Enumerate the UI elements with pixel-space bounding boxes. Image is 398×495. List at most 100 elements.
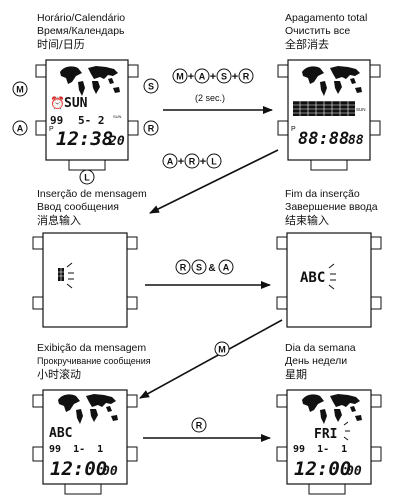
combo-key: A xyxy=(199,72,206,82)
lug xyxy=(126,394,138,408)
watch-face xyxy=(42,232,128,328)
lug xyxy=(127,64,139,78)
watch-face xyxy=(286,232,372,328)
lug xyxy=(68,159,106,171)
lcd-message: ABC xyxy=(49,426,72,441)
lcd-date-row: 99 1- 1 xyxy=(49,444,103,455)
combo-amp: & xyxy=(208,263,215,274)
caption-pt: Fim da inserção xyxy=(285,188,360,200)
combo-key: R xyxy=(189,157,196,167)
caption-pt: Apagamento total xyxy=(285,12,368,24)
button-r[interactable]: R xyxy=(143,120,159,136)
caption-cn: 小时滚动 xyxy=(37,368,81,381)
lcd-time: 12:00 xyxy=(50,458,107,480)
button-s[interactable]: S xyxy=(143,78,159,94)
svg-text:+: + xyxy=(232,71,238,83)
svg-text:+: + xyxy=(188,71,194,83)
lug xyxy=(32,446,44,462)
caption-cn: 全部消去 xyxy=(285,38,329,51)
caption-weekday: Dia da semana День недели 星期 xyxy=(285,342,356,381)
lug xyxy=(277,64,289,78)
watch-message-display: ABC 99 1- 1 12:00 00 xyxy=(32,389,138,495)
watch-face xyxy=(286,389,372,485)
caption-message-input: Inserção de mensagem Ввод сообщения 消息输入 xyxy=(37,188,147,227)
button-m-label: M xyxy=(16,85,24,95)
svg-text:+: + xyxy=(210,71,216,83)
lcd-time: 12:00 xyxy=(294,458,351,480)
lcd-month: 99 xyxy=(50,114,63,127)
lug xyxy=(369,64,381,78)
watch-input-end: ABC xyxy=(276,232,382,328)
watch-clear-all: SUN P 88:88 88 xyxy=(277,59,381,171)
caption-cn: 星期 xyxy=(285,368,307,381)
caption-ru: Очистить все xyxy=(285,25,351,37)
lcd-day: 5- 2 xyxy=(78,114,105,127)
combo-buttons: R S & A xyxy=(175,259,234,275)
lcd-seconds: 00 xyxy=(346,464,362,479)
combo-key: S xyxy=(221,72,227,82)
blink-marks xyxy=(343,421,350,441)
lug xyxy=(276,394,288,408)
caption-ru: Прокручивание сообщения xyxy=(37,356,151,366)
lug xyxy=(276,446,288,462)
lcd-time: 12:38 xyxy=(56,128,113,150)
watch-face xyxy=(45,59,129,161)
caption-message-display: Exibição da mensagem Прокручивание сообщ… xyxy=(37,342,151,381)
caption-ru: Время/Календарь xyxy=(37,25,125,37)
combo-key: M xyxy=(218,345,226,355)
arrow-input-end: R S & A xyxy=(145,259,271,289)
caption-ru: День недели xyxy=(285,355,348,367)
lug xyxy=(35,120,47,136)
lug xyxy=(370,394,382,408)
blinking-cursor xyxy=(58,262,74,289)
button-a[interactable]: A xyxy=(12,120,28,136)
lcd-pm: P xyxy=(291,126,296,133)
lug xyxy=(276,296,288,310)
lug xyxy=(370,446,382,462)
arrow-clear-all: M + A + S + R (2 sec.) xyxy=(163,68,273,114)
watch-message-input xyxy=(32,232,138,328)
lcd-weekday: FRI xyxy=(314,427,337,442)
button-m-combo: M xyxy=(214,341,230,357)
lug xyxy=(127,120,139,136)
lug xyxy=(310,159,348,171)
combo-key: S xyxy=(196,263,202,273)
alarm-icon: ⏰ xyxy=(50,95,65,110)
caption-pt: Inserção de mensagem xyxy=(37,188,147,200)
caption-input-end: Fim da inserção Завершение ввода 结束输入 xyxy=(285,188,378,227)
combo-buttons: M + A + S + R xyxy=(172,68,254,84)
button-l-label: L xyxy=(84,173,90,183)
lcd-seconds: 88 xyxy=(348,133,364,148)
caption-ru: Ввод сообщения xyxy=(37,201,119,213)
lcd-sun-mark: SUN xyxy=(356,107,366,112)
lug xyxy=(308,483,346,495)
combo-key: L xyxy=(211,157,217,167)
blink-marks xyxy=(328,263,336,290)
lcd-weekday: SUN xyxy=(64,96,88,111)
caption-cn: 时间/日历 xyxy=(37,38,85,51)
lug xyxy=(64,483,102,495)
combo-key: R xyxy=(180,263,187,273)
lug xyxy=(35,64,47,78)
lug xyxy=(370,296,382,310)
button-l[interactable]: L xyxy=(79,169,95,185)
lcd-sun-mark: SUN xyxy=(113,114,122,119)
combo-key: M xyxy=(176,72,184,82)
watch-weekday: FRI 99 1- 1 12:00 00 xyxy=(276,389,382,495)
caption-time-calendar: Horário/Calendário Время/Календарь 时间/日历 xyxy=(37,12,125,51)
watch-time-calendar: ⏰ SUN 99 5- 2 SUN P 12:38 20 xyxy=(35,59,139,171)
button-m[interactable]: M xyxy=(12,81,28,97)
caption-pt: Exibição da mensagem xyxy=(37,342,147,354)
svg-text:+: + xyxy=(200,156,206,168)
lug xyxy=(370,236,382,250)
lug xyxy=(276,236,288,250)
combo-key: A xyxy=(167,157,174,167)
lug xyxy=(32,296,44,310)
lug xyxy=(126,296,138,310)
watch-face xyxy=(42,389,128,485)
svg-text:+: + xyxy=(178,156,184,168)
caption-ru: Завершение ввода xyxy=(285,201,378,213)
lug xyxy=(277,120,289,136)
arrow-message-input: A + R + L xyxy=(149,149,279,214)
